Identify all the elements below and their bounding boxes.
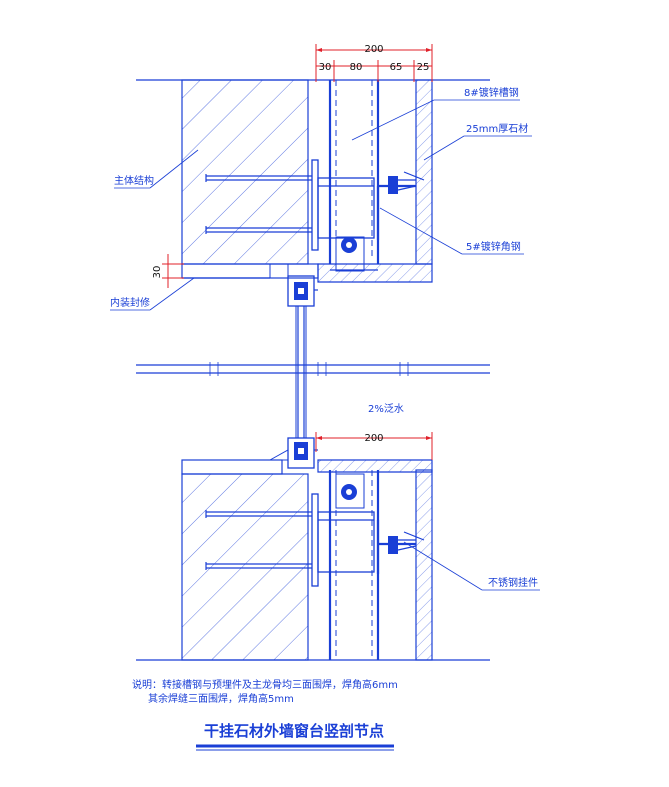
left-30-dimension: 30 xyxy=(152,254,184,288)
note-line-1: 说明：转接槽钢与预埋件及主龙骨均三面围焊，焊角高6mm xyxy=(132,678,398,691)
dim-top-total: 200 xyxy=(364,44,383,55)
lower-bracket xyxy=(317,473,375,573)
drawing-title: 干挂石材外墙窗台竖剖节点 xyxy=(204,722,384,740)
leader-structure: 主体结构 xyxy=(114,149,199,189)
dim-top-seg2: 80 xyxy=(350,62,363,73)
dim-top-seg4: 25 xyxy=(417,62,430,73)
lower-concrete-wall xyxy=(181,449,309,661)
stone-cladding xyxy=(317,79,433,661)
upper-angle-and-hanger xyxy=(376,171,425,240)
leader-interior-seal: 内装封修 xyxy=(110,277,195,311)
break-lines xyxy=(136,362,490,376)
dim-top-seg1: 30 xyxy=(319,62,332,73)
sill-200-dimension: 200 xyxy=(315,432,433,460)
top-dimensions: 200 30 80 65 25 xyxy=(315,44,433,82)
label-channel-steel: 8#镀锌槽钢 xyxy=(464,86,519,99)
note-line-2: 其余焊缝三面围焊，焊角高5mm xyxy=(148,692,294,705)
leader-channel-steel: 8#镀锌槽钢 xyxy=(351,86,520,141)
leader-hanger: 不锈钢挂件 xyxy=(403,541,540,591)
lower-angle-and-hanger xyxy=(376,520,425,574)
window-frame xyxy=(287,275,318,469)
leader-stone: 25mm厚石材 xyxy=(423,122,532,161)
upper-embed-plate xyxy=(311,159,319,251)
label-structure: 主体结构 xyxy=(114,174,154,187)
upper-bracket xyxy=(317,177,378,272)
label-angle-steel: 5#镀锌角钢 xyxy=(466,240,521,253)
label-hanger: 不锈钢挂件 xyxy=(488,576,538,589)
lower-anchor-bolts xyxy=(205,510,312,570)
main-keel-channel xyxy=(328,80,380,660)
leader-angle-steel: 5#镀锌角钢 xyxy=(379,207,524,255)
label-slope: 2%泛水 xyxy=(368,403,404,415)
upper-concrete-wall xyxy=(181,79,319,279)
label-stone: 25mm厚石材 xyxy=(466,122,528,135)
dim-top-seg3: 65 xyxy=(390,62,403,73)
upper-anchor-bolts xyxy=(205,174,312,234)
label-interior-seal: 内装封修 xyxy=(110,296,150,309)
dim-left-30: 30 xyxy=(152,266,163,279)
lower-embed-plate xyxy=(311,493,319,587)
dim-sill-200: 200 xyxy=(364,433,383,444)
